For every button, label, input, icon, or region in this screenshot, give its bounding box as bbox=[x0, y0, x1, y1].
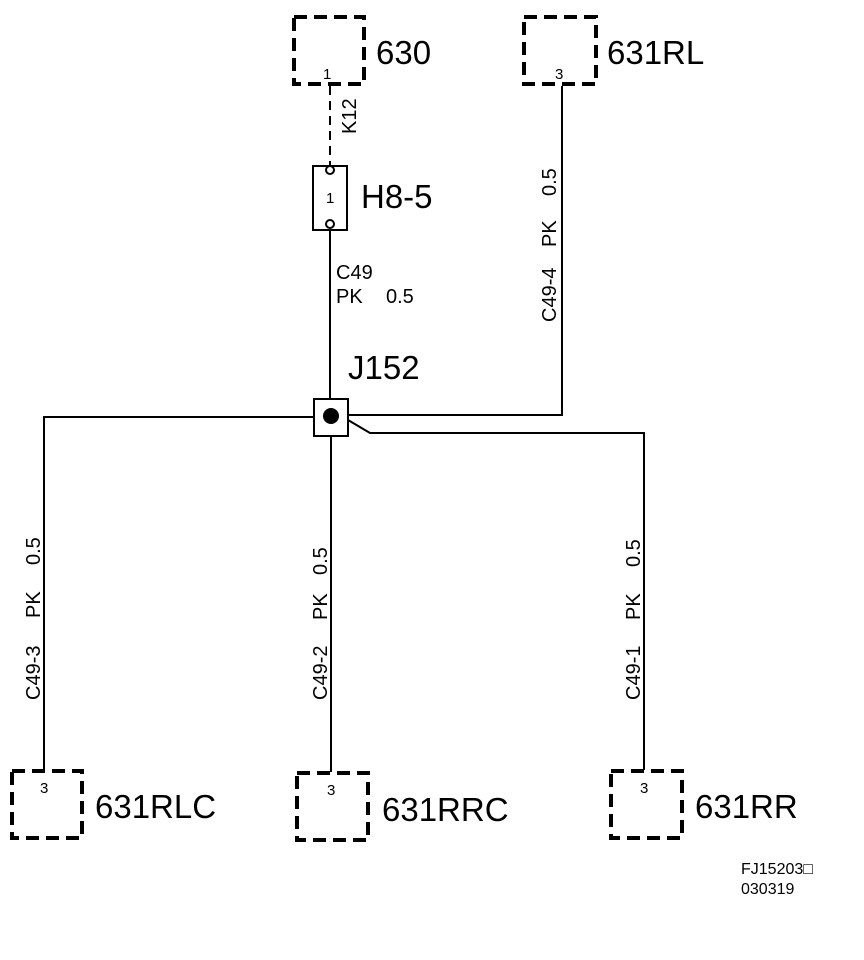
connector-631rlc-label: 631RLC bbox=[95, 788, 216, 825]
wire-c49-1-size: 0.5 bbox=[623, 539, 645, 567]
splice-dot bbox=[323, 408, 339, 424]
wire-c49-1-circuit: C49-1 bbox=[623, 646, 645, 700]
fuse-terminal-top bbox=[325, 165, 335, 175]
fuse-label: H8-5 bbox=[361, 178, 433, 215]
wire-c49-top-label: C49 PK 0.5 bbox=[336, 262, 414, 308]
wire-c49-4-label: C49-4 PK 0.5 bbox=[539, 168, 561, 322]
connector-630: 1 630 bbox=[292, 15, 431, 86]
wire-c49-4-circuit: C49-4 bbox=[539, 268, 561, 322]
connector-631rl-pin: 3 bbox=[555, 66, 563, 83]
wire-c49-4-size: 0.5 bbox=[539, 168, 561, 196]
wire-c49-top-color: PK bbox=[336, 286, 363, 308]
wire-c49-1-color: PK bbox=[623, 593, 645, 620]
fuse-h8-5: 1 H8-5 bbox=[312, 165, 433, 231]
wire-c49-3-color: PK bbox=[23, 591, 45, 618]
wire-c49-3-size: 0.5 bbox=[23, 537, 45, 565]
wire-c49-3-circuit: C49-3 bbox=[23, 646, 45, 700]
wire-c49-2-color: PK bbox=[310, 593, 332, 620]
fuse-pin: 1 bbox=[326, 190, 334, 207]
connector-631rr-pin: 3 bbox=[640, 780, 648, 797]
wire-c49-top-circuit: C49 bbox=[336, 262, 373, 284]
connector-630-label: 630 bbox=[376, 34, 431, 71]
fuse-terminal-bottom bbox=[325, 219, 335, 229]
connector-631rlc: 3 631RLC bbox=[10, 769, 216, 840]
wire-c49-3-label: C49-3 PK 0.5 bbox=[23, 537, 45, 700]
splice-j152: J152 bbox=[313, 349, 420, 437]
connector-631rl: 3 631RL bbox=[522, 15, 704, 86]
wire-c49-3 bbox=[43, 416, 314, 770]
wire-c49-1 bbox=[347, 419, 645, 770]
connector-631rr: 3 631RR bbox=[609, 769, 798, 840]
wire-c49-4 bbox=[348, 86, 563, 416]
splice-label: J152 bbox=[348, 349, 420, 386]
connector-631rlc-pin: 3 bbox=[40, 780, 48, 797]
wire-k12-circuit: K12 bbox=[339, 98, 361, 134]
wire-c49-1-label: C49-1 PK 0.5 bbox=[623, 539, 645, 700]
connector-631rl-label: 631RL bbox=[607, 34, 704, 71]
figure-id: FJ15203□ bbox=[741, 861, 813, 878]
wire-c49-4-color: PK bbox=[539, 220, 561, 247]
connector-630-pin: 1 bbox=[323, 66, 331, 83]
connector-631rrc-label: 631RRC bbox=[382, 791, 509, 828]
wire-c49-2-label: C49-2 PK 0.5 bbox=[310, 547, 332, 700]
connector-631rr-label: 631RR bbox=[695, 788, 798, 825]
connector-631rrc: 3 631RRC bbox=[295, 771, 509, 842]
date-code: 030319 bbox=[741, 881, 794, 898]
connector-631rrc-pin: 3 bbox=[327, 782, 335, 799]
wire-c49-top-size: 0.5 bbox=[386, 286, 414, 308]
wire-c49-2-size: 0.5 bbox=[310, 547, 332, 575]
wire-c49-2-circuit: C49-2 bbox=[310, 646, 332, 700]
